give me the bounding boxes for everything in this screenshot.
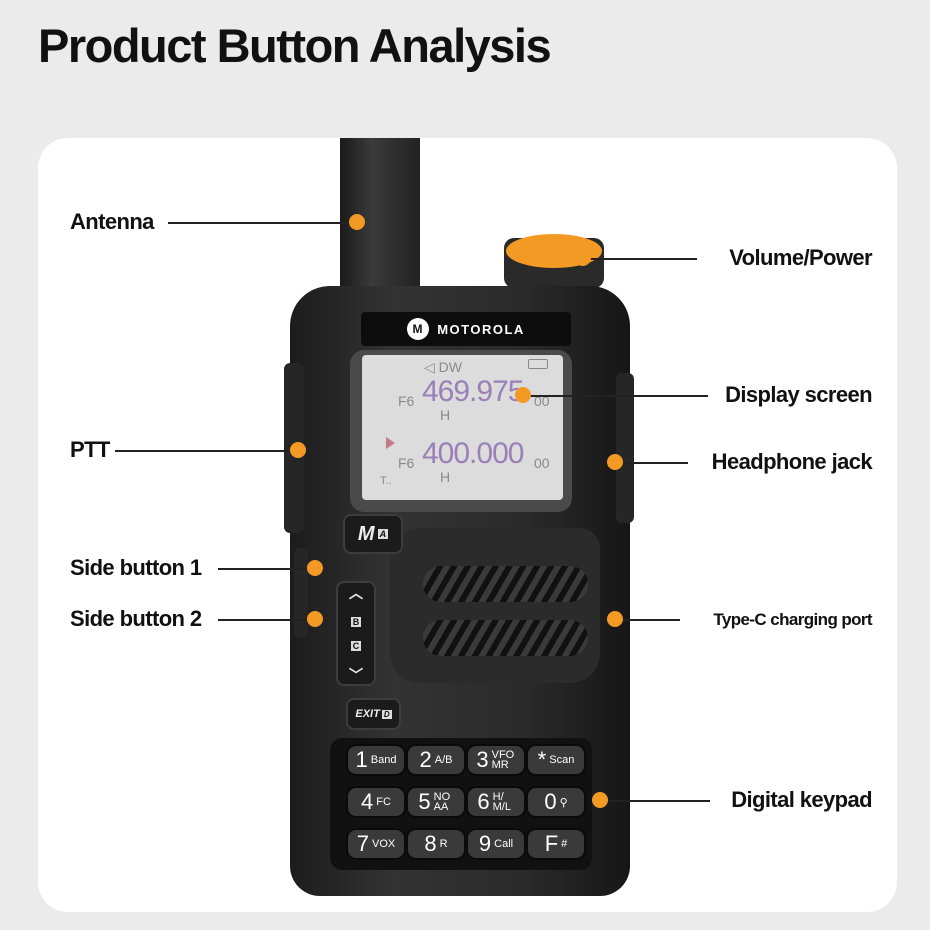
callout-ptt: PTT: [70, 437, 110, 462]
key-main: 6: [477, 789, 490, 814]
frequency-2: 400.000: [422, 437, 524, 470]
m-sub-label: A: [377, 529, 389, 539]
callout-dot: [575, 250, 591, 266]
callout-line: [218, 568, 315, 570]
c-label: C: [350, 640, 362, 651]
power-2: H: [440, 469, 451, 485]
callout-antenna: Antenna: [70, 209, 154, 234]
key-main: 9: [478, 831, 492, 856]
key-0[interactable]: 0⚲: [526, 786, 586, 818]
key-main: *: [537, 747, 547, 772]
callout-line: [615, 462, 688, 464]
headphone-jack-cover: [616, 373, 634, 523]
callout-headphone-jack: Headphone jack: [711, 449, 873, 474]
power-1: H: [440, 407, 451, 423]
callout-type-c-port: Type-C charging port: [713, 610, 872, 629]
callout-dot: [290, 442, 306, 458]
key-sub: R: [439, 838, 448, 850]
callout-dot: [307, 560, 323, 576]
motorola-logo-icon: M: [407, 318, 430, 340]
callout-display-screen: Display screen: [725, 382, 873, 407]
key-sub: ⚲: [559, 796, 568, 809]
callout-line: [615, 619, 680, 621]
callout-line: [583, 258, 697, 260]
callout-digital-keypad: Digital keypad: [731, 787, 872, 812]
brand-plate: M MOTOROLA: [361, 312, 571, 346]
key-sub: Call: [494, 838, 514, 850]
callout-dot: [592, 792, 608, 808]
key-sub: VFO MR: [491, 749, 515, 771]
exit-label: EXIT: [355, 708, 380, 720]
dw-indicator: ◁ DW: [424, 359, 462, 375]
callout-line: [218, 619, 315, 621]
callout-side-button-1: Side button 1: [70, 555, 202, 580]
speaker-grille: [390, 528, 600, 683]
key-sub: A/B: [434, 754, 453, 766]
frequency-1-sub: 00: [534, 393, 550, 409]
frequency-1: 469.975: [422, 375, 524, 408]
callout-dot: [607, 454, 623, 470]
b-label: B: [350, 616, 362, 627]
callout-volume-power: Volume/Power: [729, 245, 872, 270]
key-sub: H/ M/L: [492, 791, 511, 813]
callout-line: [600, 800, 710, 802]
key-sub: VOX: [372, 838, 396, 850]
callout-line: [115, 450, 298, 452]
key-main: 3: [476, 747, 489, 772]
callout-dot: [515, 387, 531, 403]
key-sub: Band: [370, 754, 397, 766]
m-label: M: [357, 522, 375, 545]
callout-dot: [607, 611, 623, 627]
key-main: 7: [356, 831, 369, 856]
key-sub: #: [561, 838, 568, 850]
brand-name: MOTOROLA: [437, 321, 525, 337]
chevron-down-icon: ﹀: [349, 666, 363, 683]
active-arrow-icon: [386, 437, 395, 449]
callout-dot: [349, 214, 365, 230]
page-title: Product Button Analysis: [38, 19, 552, 72]
chevron-up-icon: ︿: [349, 584, 363, 601]
key-main: 2: [419, 747, 432, 772]
key-main: 0: [544, 789, 557, 814]
key-main: 4: [361, 789, 374, 814]
key-sub: Scan: [549, 754, 575, 766]
key-main: 8: [424, 831, 437, 856]
key-main: 5: [418, 789, 431, 814]
speaker-slot: [423, 620, 588, 656]
key-main: 1: [355, 747, 368, 772]
channel-2: F6: [398, 455, 415, 471]
key-star[interactable]: *Scan: [526, 744, 586, 776]
signal-icon: T..: [380, 475, 392, 487]
frequency-2-sub: 00: [534, 455, 550, 471]
callout-line: [168, 222, 357, 224]
speaker-slot: [423, 566, 588, 602]
callout-dot: [307, 611, 323, 627]
exit-sub-label: D: [381, 709, 392, 719]
side-buttons: [294, 548, 308, 638]
battery-icon: [528, 359, 548, 369]
key-sub: NO AA: [433, 791, 451, 813]
key-sub: FC: [376, 796, 391, 808]
key-f[interactable]: F#: [526, 828, 586, 860]
callout-side-button-2: Side button 2: [70, 606, 202, 631]
display-screen: ◁ DW F6 469.975 00 H F6 400.000 00 H T..: [362, 355, 563, 500]
channel-1: F6: [398, 393, 415, 409]
up-down-buttons[interactable]: ︿ B C ﹀: [336, 581, 376, 686]
callout-line: [523, 395, 708, 397]
key-main: F: [544, 831, 559, 856]
